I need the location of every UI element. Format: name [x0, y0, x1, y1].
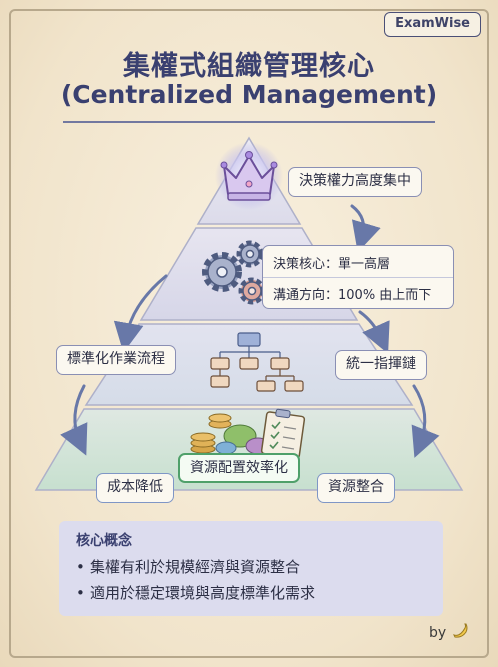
- crown-icon: [215, 142, 283, 210]
- arrow-to-lower-cost: [60, 384, 88, 456]
- arrow-to-core-box: [350, 204, 381, 253]
- label-lower-cost: 成本降低: [96, 473, 174, 503]
- title-divider: [63, 121, 435, 123]
- label-resource-integration: 資源整合: [317, 473, 395, 503]
- label-communication: 溝通方向：100% 由上而下: [273, 288, 432, 303]
- brand-badge: ExamWise: [384, 12, 481, 37]
- byline: by: [429, 622, 469, 641]
- label-decision-power: 決策權力高度集中: [288, 167, 422, 197]
- clipboard-icon: [260, 408, 306, 459]
- label-core-decision: 決策核心：單一高層: [273, 257, 391, 272]
- arrow-to-unified-command: [358, 310, 390, 354]
- page-title: 集權式組織管理核心: [123, 51, 375, 82]
- org-chart-icon: [210, 332, 304, 392]
- flow-arrows: [60, 204, 440, 458]
- banana-icon: [452, 623, 468, 638]
- gears-icon: [202, 240, 266, 305]
- concept-item-text: 集權有利於規模經濟與資源整合: [90, 558, 301, 576]
- concept-item: •適用於穩定環境與高度標準化需求: [76, 584, 316, 602]
- page-subtitle: (Centralized Management): [60, 80, 438, 109]
- label-unified-command: 統一指揮鏈: [335, 350, 427, 380]
- byline-text: by: [429, 625, 447, 641]
- core-concept-panel: 核心概念 •集權有利於規模經濟與資源整合 •適用於穩定環境與高度標準化需求: [59, 521, 443, 616]
- label-resource-efficiency: 資源配置效率化: [178, 453, 300, 483]
- core-decision-box: 決策核心：單一高層 溝通方向：100% 由上而下: [262, 245, 454, 309]
- concept-item-text: 適用於穩定環境與高度標準化需求: [90, 584, 316, 602]
- page-frame: [9, 9, 489, 658]
- label-standard-process: 標準化作業流程: [56, 345, 176, 375]
- concept-title: 核心概念: [76, 533, 132, 549]
- core-box-divider: [263, 277, 453, 278]
- concept-item: •集權有利於規模經濟與資源整合: [76, 558, 301, 576]
- arrow-to-standard-process: [113, 274, 168, 353]
- arrow-to-resource-integration: [411, 384, 440, 458]
